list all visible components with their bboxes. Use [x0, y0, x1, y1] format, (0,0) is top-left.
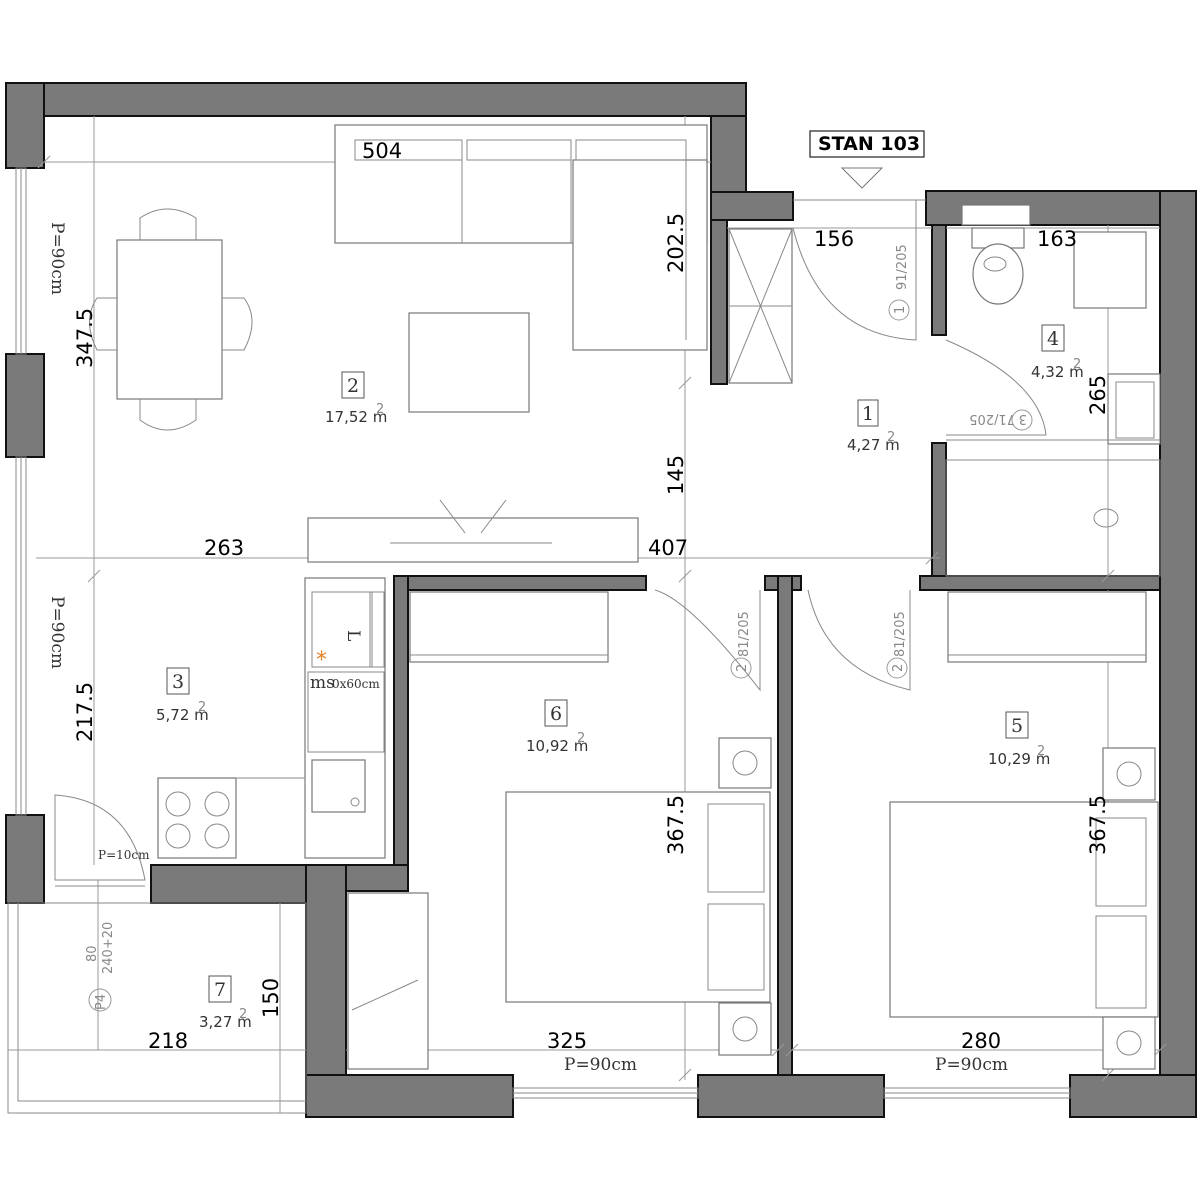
windows	[15, 167, 1071, 1099]
room-label-5: 5 10,29 m 2	[988, 711, 1050, 768]
dining-table	[89, 208, 253, 431]
dim-217: 217.5	[73, 682, 97, 742]
window-note-bed6: P=90cm	[564, 1055, 637, 1075]
door-3-swing	[945, 339, 1047, 436]
dim-325: 325	[547, 1029, 587, 1053]
dim-163: 163	[1037, 227, 1077, 251]
svg-text:10,92 m: 10,92 m	[526, 737, 588, 755]
svg-text:5,72 m: 5,72 m	[156, 706, 209, 724]
svg-text:2: 2	[735, 664, 750, 672]
svg-text:1: 1	[862, 403, 874, 425]
svg-text:2: 2	[577, 731, 585, 746]
svg-text:5: 5	[1011, 715, 1023, 737]
door-label-1: 91/205 1	[888, 244, 910, 321]
balcony-value-1: 80	[85, 945, 100, 962]
svg-text:4,32 m: 4,32 m	[1031, 363, 1084, 381]
dim-263: 263	[204, 536, 244, 560]
door-label-2a: 81/205 2	[730, 611, 752, 679]
window-note-bed5: P=90cm	[935, 1055, 1008, 1075]
bedroom-5-furniture	[807, 589, 1159, 1070]
balcony-value-2: 240+20	[101, 922, 116, 974]
svg-text:6: 6	[550, 703, 562, 725]
svg-text:2: 2	[887, 430, 895, 445]
room-label-2: 2 17,52 m 2	[325, 371, 387, 426]
svg-text:10,29 m: 10,29 m	[988, 750, 1050, 768]
kitchen-ms-small: 0x60cm	[332, 677, 380, 691]
p4-label: P4	[94, 994, 109, 1010]
kitchen-l-mark: L	[343, 630, 363, 641]
balcony-door-swing	[54, 794, 146, 881]
svg-text:2: 2	[376, 402, 384, 417]
dim-367-bed5: 367.5	[1086, 795, 1110, 855]
door-label-3: 71/205 3	[969, 409, 1033, 431]
room-label-7: 7 3,27 m 2	[199, 975, 252, 1031]
kitchen: *	[157, 577, 386, 859]
svg-text:3: 3	[1019, 411, 1027, 426]
svg-text:4,27 m: 4,27 m	[847, 436, 900, 454]
dim-347: 347.5	[73, 308, 97, 368]
dim-504: 504	[362, 139, 402, 163]
p4-marker	[88, 988, 112, 1012]
dim-156: 156	[814, 227, 854, 251]
door-1-swing	[792, 200, 917, 341]
room-label-6: 6 10,92 m 2	[526, 699, 588, 755]
svg-text:*: *	[316, 648, 327, 673]
svg-text:3: 3	[172, 671, 184, 693]
dim-407: 407	[648, 536, 688, 560]
room-label-1: 1 4,27 m 2	[847, 399, 900, 454]
window-note-top: P=90cm	[47, 222, 67, 295]
svg-text:7: 7	[214, 979, 226, 1001]
svg-text:3,27 m: 3,27 m	[199, 1013, 252, 1031]
svg-text:81/205: 81/205	[893, 611, 908, 657]
dim-367-bed6: 367.5	[664, 795, 688, 855]
door-label-2b: 81/205 2	[886, 611, 908, 679]
svg-text:2: 2	[891, 664, 906, 672]
svg-text:81/205: 81/205	[737, 611, 752, 657]
balcony-door-note: P=10cm	[98, 848, 150, 862]
coffee-table	[408, 312, 530, 413]
sofa	[334, 124, 708, 351]
tv-cabinet	[307, 499, 639, 563]
svg-text:4: 4	[1047, 328, 1059, 350]
wardrobe-hall	[728, 228, 793, 384]
walls	[5, 82, 1197, 1118]
svg-text:2: 2	[347, 375, 359, 397]
dim-265: 265	[1086, 375, 1110, 415]
entry-arrow-icon	[840, 167, 884, 189]
apartment-title: STAN 103	[818, 133, 920, 155]
dim-150: 150	[259, 978, 283, 1018]
svg-text:2: 2	[1037, 744, 1045, 759]
room-label-4: 4 4,32 m 2	[1031, 324, 1084, 381]
svg-text:1: 1	[893, 306, 908, 314]
svg-text:2: 2	[239, 1007, 247, 1022]
svg-text:2: 2	[198, 700, 206, 715]
bedroom-6-furniture	[347, 589, 772, 1070]
svg-text:71/205: 71/205	[969, 411, 1015, 426]
kitchen-ms-note: ms	[310, 673, 335, 693]
svg-text:91/205: 91/205	[895, 244, 910, 290]
dim-280: 280	[961, 1029, 1001, 1053]
dim-202: 202.5	[664, 213, 688, 273]
svg-text:2: 2	[1073, 357, 1081, 372]
title-box	[809, 130, 925, 158]
dim-218: 218	[148, 1029, 188, 1053]
svg-text:17,52 m: 17,52 m	[325, 408, 387, 426]
room-label-3: 3 5,72 m 2	[156, 667, 209, 724]
bathroom-fixtures	[945, 204, 1161, 577]
dim-145: 145	[664, 455, 688, 495]
window-note-mid: P=90cm	[47, 596, 67, 669]
